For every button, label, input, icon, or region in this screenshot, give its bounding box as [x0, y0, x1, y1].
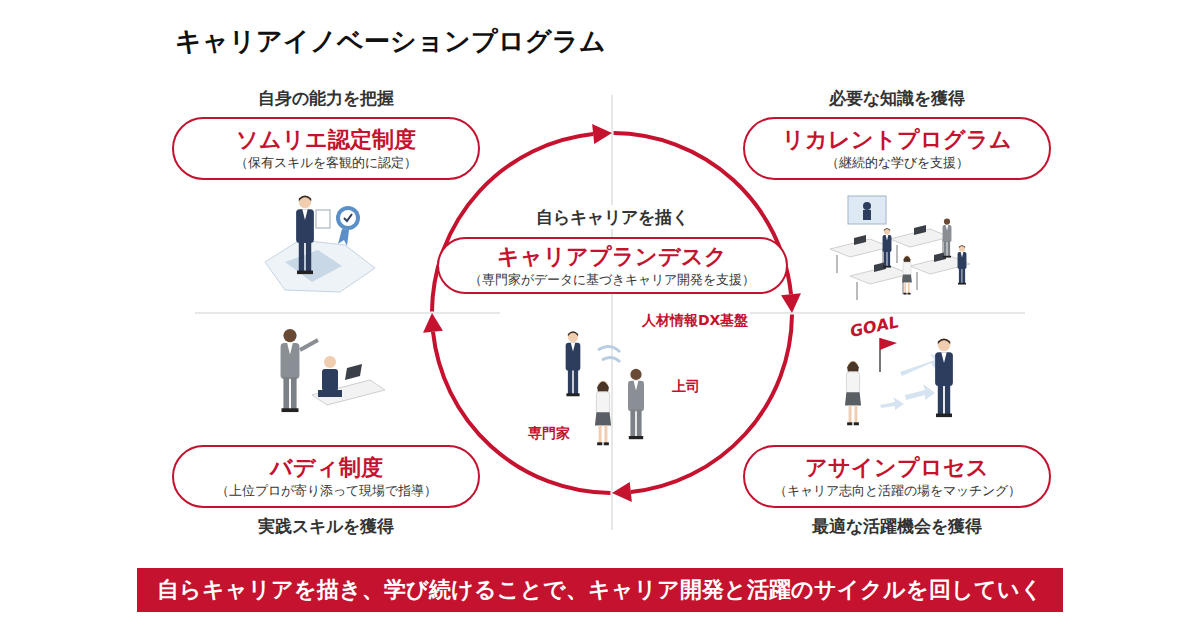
figure-label: 上司: [670, 378, 702, 396]
program-name: キャリアプランデスク: [439, 243, 786, 271]
program-description: （継続的な学びを支援）: [745, 154, 1049, 172]
quadrant-heading: 最適な活躍機会を獲得: [743, 514, 1051, 538]
diagram-title: キャリアイノベーションプログラム: [175, 24, 606, 59]
program-pill: ソムリエ認定制度（保有スキルを客観的に認定）: [172, 117, 480, 180]
band-text: 自らキャリアを描き、学び続けることで、キャリア開発と活躍のサイクルを回していく: [157, 575, 1043, 605]
program-node: 自身の能力を把握ソムリエ認定制度（保有スキルを客観的に認定）: [172, 86, 480, 180]
program-pill: キャリアプランデスク（専門家がデータに基づきキャリア開発を支援）: [437, 237, 788, 294]
program-description: （キャリア志向と活躍の場をマッチング）: [745, 482, 1049, 500]
program-node: 必要な知識を獲得リカレントプログラム（継続的な学びを支援）: [743, 86, 1051, 180]
program-pill: バディ制度（上位プロが寄り添って現場で指導）: [172, 445, 480, 508]
program-description: （保有スキルを客観的に認定）: [174, 154, 478, 172]
quadrant-heading: 必要な知識を獲得: [743, 86, 1051, 110]
program-name: ソムリエ認定制度: [174, 126, 478, 154]
program-name: アサインプロセス: [745, 454, 1049, 482]
program-name: バディ制度: [174, 454, 478, 482]
figure-label: 人材情報DX基盤: [640, 312, 750, 330]
message-band: 自らキャリアを描き、学び続けることで、キャリア開発と活躍のサイクルを回していく: [137, 568, 1063, 612]
program-node: バディ制度（上位プロが寄り添って現場で指導） 実践スキルを獲得: [172, 445, 480, 538]
program-node: 自らキャリアを描くキャリアプランデスク（専門家がデータに基づきキャリア開発を支援…: [437, 205, 788, 294]
program-description: （専門家がデータに基づきキャリア開発を支援）: [439, 271, 786, 289]
quadrant-heading: 自身の能力を把握: [172, 86, 480, 110]
program-node: アサインプロセス（キャリア志向と活躍の場をマッチング） 最適な活躍機会を獲得: [743, 445, 1051, 538]
quadrant-heading: 自らキャリアを描く: [530, 205, 695, 229]
program-pill: リカレントプログラム（継続的な学びを支援）: [743, 117, 1051, 180]
svg-text:GOAL: GOAL: [848, 312, 900, 341]
program-name: リカレントプログラム: [745, 126, 1049, 154]
program-pill: アサインプロセス（キャリア志向と活躍の場をマッチング）: [743, 445, 1051, 508]
program-description: （上位プロが寄り添って現場で指導）: [174, 482, 478, 500]
quadrant-heading: 実践スキルを獲得: [172, 514, 480, 538]
figure-label: 専門家: [526, 425, 572, 443]
